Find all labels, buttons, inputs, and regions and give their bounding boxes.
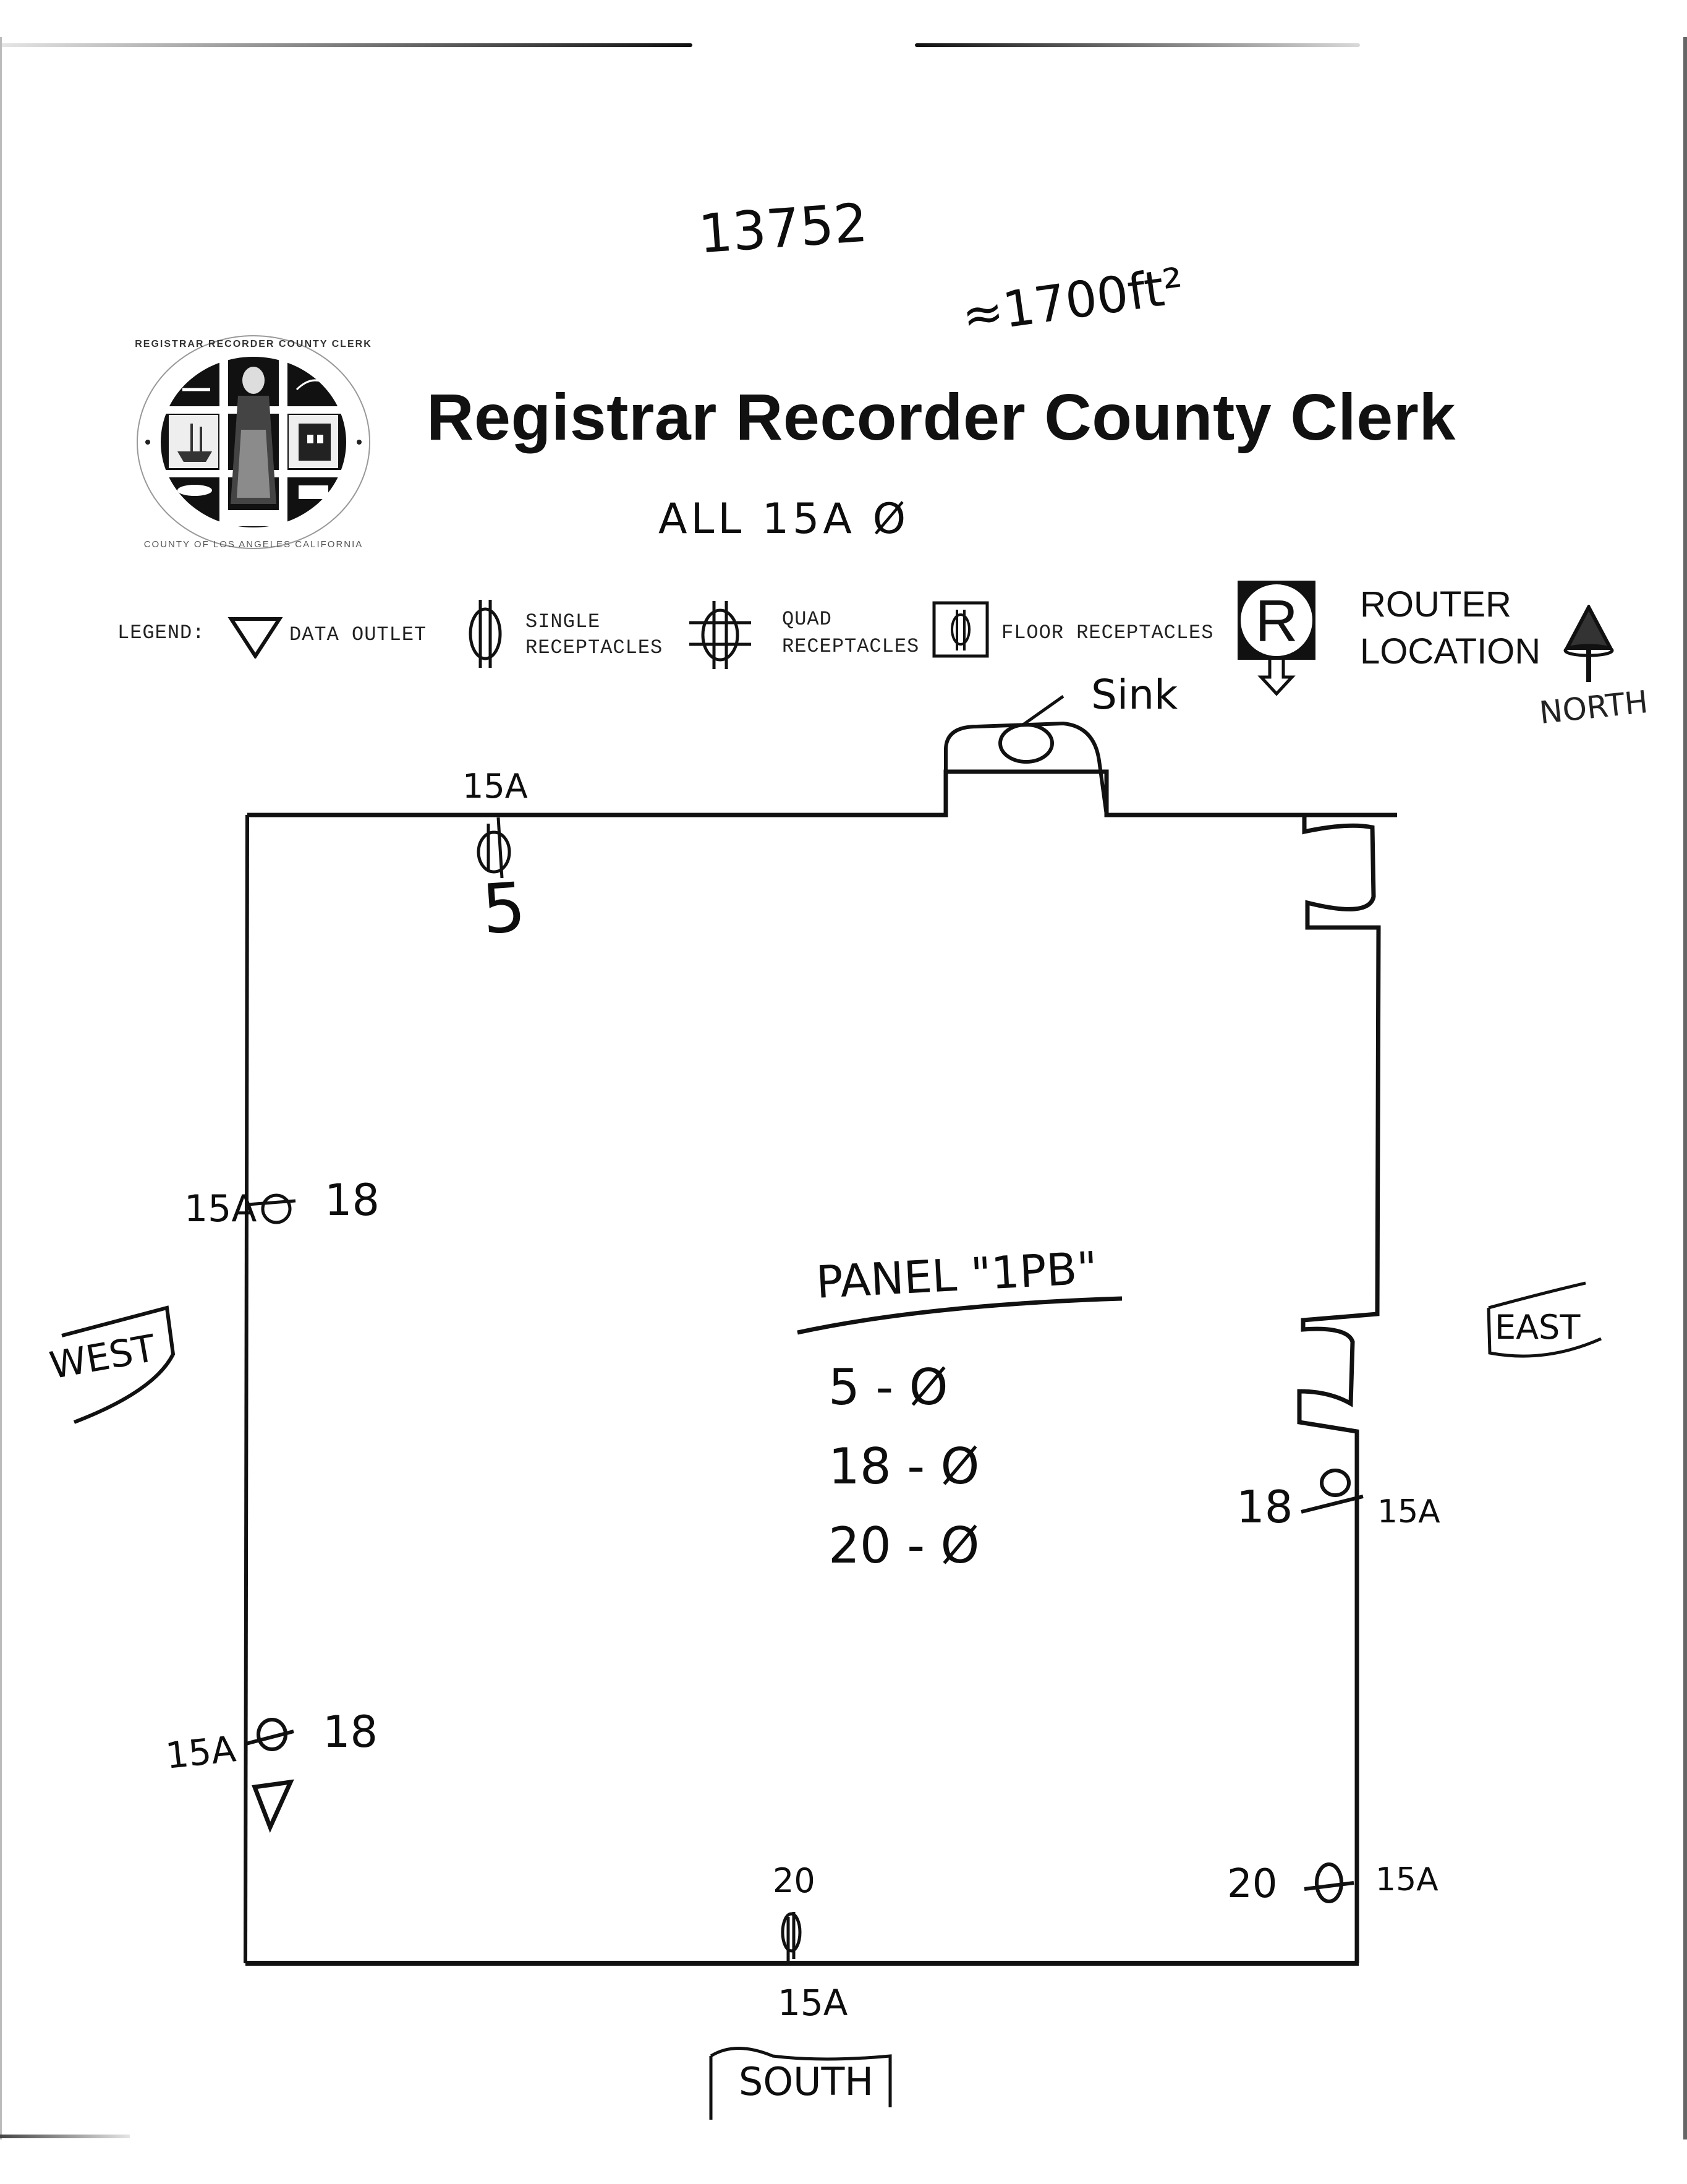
west-label-box	[61, 1305, 176, 1424]
legend-router-location-label: ROUTER LOCATION	[1360, 581, 1540, 675]
outlet-west-upper-amps: 15A	[184, 1187, 257, 1231]
east-label-box	[1487, 1281, 1602, 1358]
panel-circuit-phase: Ø	[940, 1517, 980, 1574]
panel-circuit-list: 5 - Ø 18 - Ø 20 - Ø	[828, 1348, 980, 1585]
page-title: Registrar Recorder County Clerk	[427, 381, 1456, 454]
legend-label: LEGEND:	[117, 621, 205, 644]
county-seal-logo: REGISTRAR RECORDER COUNTY CLERK COUNTY O…	[133, 331, 374, 553]
legend-quad-line1: QUAD	[782, 608, 832, 631]
panel-circuit-phase: Ø	[940, 1438, 980, 1495]
floor-receptacle-icon	[932, 601, 989, 661]
outlet-east-lower-amps: 15A	[1375, 1861, 1438, 1898]
south-label: SOUTH	[739, 2059, 874, 2104]
router-glyph: R	[1255, 588, 1298, 654]
north-arrow-icon	[1561, 603, 1617, 688]
all-15a-note: ALL 15A Ø	[658, 495, 910, 544]
outlet-west-upper-circuit: 18	[325, 1175, 380, 1226]
scan-edge-top-left	[0, 43, 692, 47]
legend-single-line2: RECEPTACLES	[525, 636, 663, 659]
scan-edge-bottom	[0, 2135, 130, 2138]
legend-single-receptacles-label: SINGLE RECEPTACLES	[525, 609, 663, 661]
outlet-east-lower	[1304, 1862, 1354, 1903]
quad-receptacle-icon	[686, 601, 754, 672]
outlet-west-lower	[245, 1718, 294, 1751]
panel-circuit-number: 20	[828, 1517, 891, 1574]
scan-edge-right	[1683, 37, 1687, 2139]
data-outlet-west-icon	[252, 1779, 294, 1833]
outlet-north-circuit: 5	[479, 867, 529, 950]
svg-text:COUNTY OF LOS ANGELES CALIFORN: COUNTY OF LOS ANGELES CALIFORNIA	[144, 539, 363, 550]
outlet-west-upper	[247, 1193, 296, 1224]
east-wall	[1297, 815, 1381, 1963]
router-icon: R	[1236, 579, 1317, 700]
sink-label: Sink	[1091, 671, 1178, 719]
legend-router-line2: LOCATION	[1360, 631, 1541, 672]
legend-single-line1: SINGLE	[525, 610, 601, 633]
panel-underline	[797, 1296, 1123, 1335]
outlet-east-upper-amps: 15A	[1377, 1493, 1440, 1530]
panel-circuit-row: 18 - Ø	[828, 1438, 980, 1495]
sink-counter	[944, 721, 1108, 816]
panel-circuit-row: 5 - Ø	[828, 1359, 948, 1416]
west-wall	[244, 814, 249, 1964]
scan-edge-top-right	[915, 43, 1360, 47]
outlet-north-amps: 15A	[462, 767, 528, 806]
legend-data-outlet-label: DATA OUTLET	[289, 623, 427, 646]
legend-router-line1: ROUTER	[1360, 584, 1511, 625]
single-receptacle-icon	[467, 600, 504, 671]
outlet-east-upper	[1301, 1469, 1364, 1514]
sink-basin-icon	[998, 723, 1054, 764]
south-label-box	[709, 2047, 892, 2120]
outlet-west-lower-circuit: 18	[323, 1707, 378, 1757]
legend-quad-receptacles-label: QUAD RECEPTACLES	[782, 606, 919, 660]
scan-edge-left	[0, 37, 2, 2139]
panel-circuit-number: 5	[828, 1359, 860, 1416]
outlet-south	[781, 1912, 802, 1963]
panel-circuit-number: 18	[828, 1438, 891, 1495]
north-wall	[247, 769, 1397, 817]
panel-circuit-phase: Ø	[909, 1359, 948, 1416]
data-outlet-icon	[227, 615, 283, 662]
svg-text:REGISTRAR RECORDER COUNTY CLER: REGISTRAR RECORDER COUNTY CLERK	[135, 339, 372, 349]
outlet-south-amps: 15A	[778, 1982, 848, 2024]
east-label: EAST	[1495, 1308, 1581, 1347]
outlet-east-upper-circuit: 18	[1236, 1481, 1293, 1533]
outlet-south-circuit: 20	[773, 1861, 815, 1900]
sink-leader-line	[1022, 694, 1064, 727]
outlet-north	[477, 817, 511, 879]
outlet-east-lower-circuit: 20	[1227, 1861, 1278, 1907]
outlet-west-lower-amps: 15A	[163, 1728, 238, 1777]
legend-quad-line2: RECEPTACLES	[782, 635, 920, 658]
panel-circuit-row: 20 - Ø	[828, 1517, 980, 1574]
legend-floor-receptacles-label: FLOOR RECEPTACLES	[1001, 621, 1214, 644]
